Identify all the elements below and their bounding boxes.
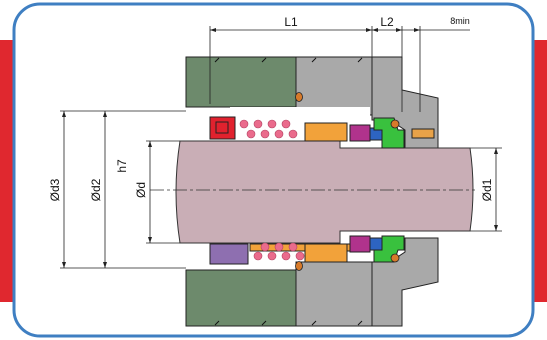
upper-o-ring-seat — [390, 119, 400, 129]
upper-spring-coils — [239, 119, 298, 139]
label-h7: h7 — [115, 159, 129, 173]
lower-orange-sleeve — [304, 243, 348, 263]
dimension-arrows — [62, 28, 498, 268]
shaft — [175, 140, 474, 244]
lower-magenta-ring — [349, 235, 371, 253]
upper-o-ring-housing — [295, 92, 303, 102]
label-d2: Ød2 — [89, 178, 103, 201]
lower-blue-ring — [369, 237, 383, 251]
upper-green-housing — [185, 56, 297, 108]
label-l2: L2 — [380, 15, 394, 29]
upper-collar-screw — [215, 121, 229, 134]
lower-spring-coils — [253, 242, 305, 261]
housing-tick-marks — [214, 57, 363, 326]
lower-o-ring-housing — [295, 261, 303, 271]
label-l1: L1 — [284, 15, 298, 29]
upper-magenta-ring — [349, 124, 371, 142]
upper-red-collar — [209, 116, 236, 140]
label-d1: Ød1 — [480, 178, 494, 201]
upper-pin — [411, 128, 435, 139]
upper-orange-sleeve — [304, 122, 348, 142]
label-8min: 8min — [450, 16, 470, 26]
lower-purple-collar — [209, 243, 249, 265]
label-d: Ød — [134, 182, 148, 198]
label-d3: Ød3 — [48, 178, 62, 201]
lower-green-housing — [185, 269, 297, 327]
lower-o-ring-seat — [390, 253, 400, 263]
